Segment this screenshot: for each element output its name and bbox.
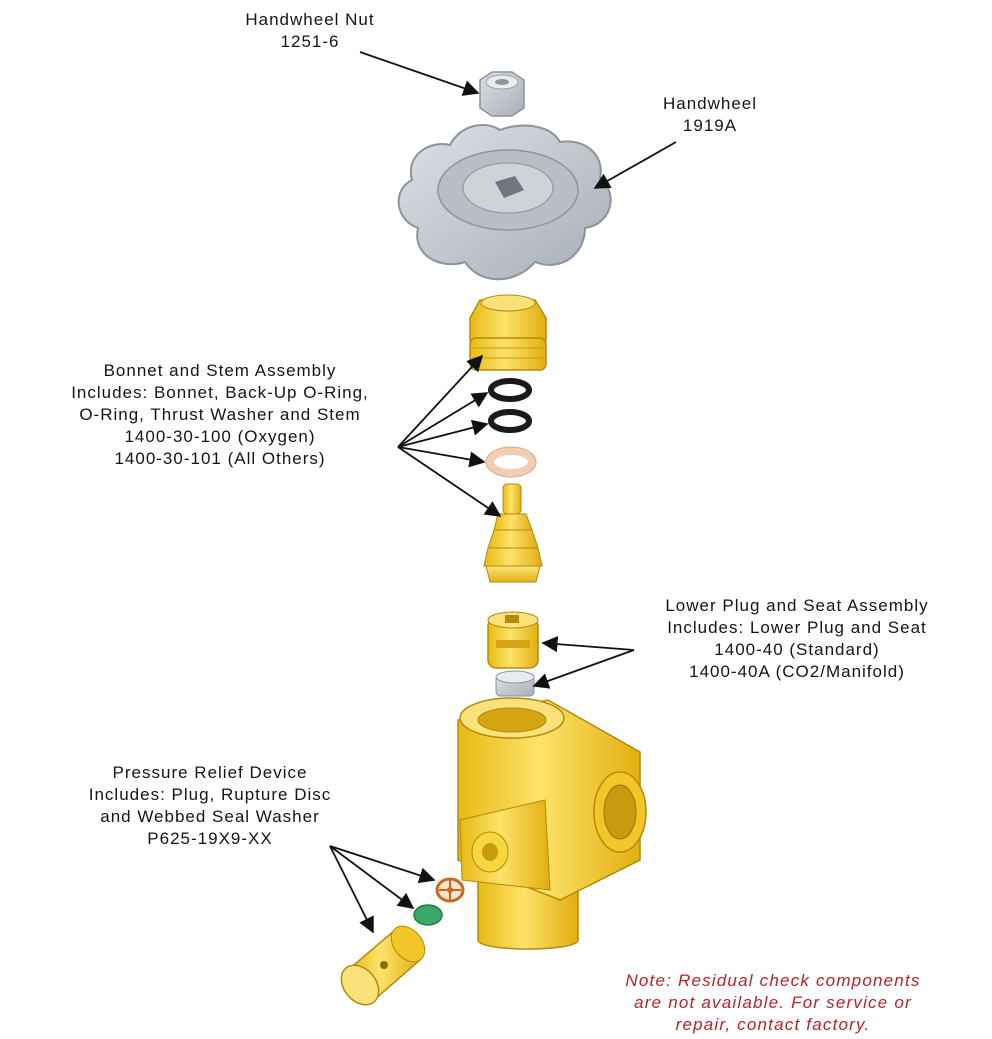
service-note-line-1: Note: Residual check components [568,970,978,992]
handwheel-part [399,125,611,279]
lower-plug-label: Lower Plug and Seat Assembly Includes: L… [612,595,982,683]
arrow-handwheel [595,142,676,188]
arrow-seal-washer [330,846,413,908]
seat-part [496,671,534,696]
arrow-relief-plug [330,846,373,932]
handwheel-name: Handwheel [630,93,790,115]
arrow-rupture-disc [330,846,434,880]
lower-plug-line-3: 1400-40 (Standard) [612,639,982,661]
bonnet-stem-line-2: Includes: Bonnet, Back-Up O-Ring, [0,382,440,404]
handwheel-nut-part-number: 1251-6 [220,31,400,53]
bonnet-stem-line-1: Bonnet and Stem Assembly [0,360,440,382]
relief-plug-part [334,920,432,1012]
handwheel-nut-label: Handwheel Nut 1251-6 [220,9,400,53]
arrow-handwheel-nut [360,52,478,93]
service-note-line-2: are not available. For service or [568,992,978,1014]
valve-body-part [458,698,646,949]
bonnet-part [470,295,546,370]
lower-plug-line-4: 1400-40A (CO2/Manifold) [612,661,982,683]
pressure-relief-line-4: P625-19X9-XX [30,828,390,850]
service-note: Note: Residual check components are not … [568,970,978,1036]
handwheel-part-number: 1919A [630,115,790,137]
stem-part [484,484,542,582]
pressure-relief-line-3: and Webbed Seal Washer [30,806,390,828]
lower-plug-line-1: Lower Plug and Seat Assembly [612,595,982,617]
handwheel-label: Handwheel 1919A [630,93,790,137]
bonnet-stem-line-5: 1400-30-101 (All Others) [0,448,440,470]
pressure-relief-line-1: Pressure Relief Device [30,762,390,784]
bonnet-stem-line-3: O-Ring, Thrust Washer and Stem [0,404,440,426]
lower-plug-line-2: Includes: Lower Plug and Seat [612,617,982,639]
bonnet-stem-label: Bonnet and Stem Assembly Includes: Bonne… [0,360,440,470]
pressure-relief-line-2: Includes: Plug, Rupture Disc [30,784,390,806]
handwheel-nut-name: Handwheel Nut [220,9,400,31]
service-note-line-3: repair, contact factory. [568,1014,978,1036]
bonnet-stem-line-4: 1400-30-100 (Oxygen) [0,426,440,448]
handwheel-nut-part [480,72,524,116]
seal-washer-part [414,905,442,925]
o-ring-part [491,412,529,430]
back-up-o-ring-part [491,381,529,399]
lower-plug-part [488,612,538,668]
thrust-washer-part [486,447,536,477]
pressure-relief-label: Pressure Relief Device Includes: Plug, R… [30,762,390,850]
rupture-disc-part [437,879,463,901]
